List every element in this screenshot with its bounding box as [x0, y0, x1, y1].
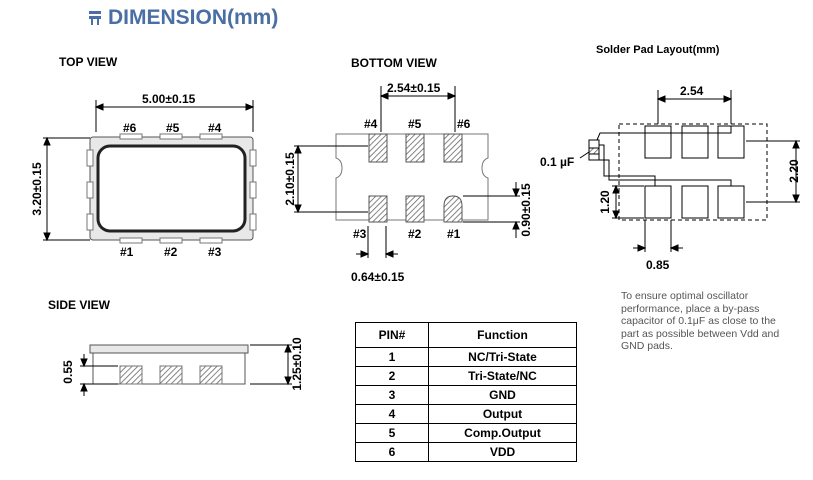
bottom-pad-width-dim: 0.64±0.15: [351, 270, 405, 284]
bottom-view-drawing: [294, 86, 520, 258]
pin-number: 3: [355, 385, 429, 405]
top-width-dim: 5.00±0.15: [142, 92, 196, 106]
top-pin-1: #1: [120, 245, 134, 259]
top-view-drawing: [43, 100, 257, 244]
bottom-pin-6: #6: [457, 117, 471, 131]
top-pin-3: #3: [208, 245, 222, 259]
pin-number: 1: [355, 347, 429, 367]
bypass-note: To ensure optimal oscillator performance…: [621, 290, 780, 352]
bottom-pin-4: #4: [364, 117, 378, 131]
solder-pitch-dim: 2.54: [680, 84, 704, 98]
bottom-pitch-dim: 2.54±0.15: [387, 81, 441, 95]
pin-number: 5: [355, 423, 429, 443]
table-row: 2 Tri-State/NC: [355, 366, 577, 386]
top-pin-6: #6: [123, 121, 137, 135]
pin-function: GND: [428, 385, 577, 405]
pin-function: Comp.Output: [428, 423, 577, 443]
table-row: 4 Output: [355, 404, 577, 424]
page-title: DIMENSION(mm): [88, 6, 278, 30]
top-view-label: TOP VIEW: [59, 55, 118, 69]
bottom-pad-height-dim: 0.90±0.15: [519, 183, 533, 237]
top-pin-5: #5: [166, 121, 180, 135]
solder-pad-width-dim: 0.85: [646, 258, 670, 272]
top-height-dim: 3.20±0.15: [30, 162, 44, 216]
table-header-row: PIN# Function: [355, 322, 577, 348]
pin-number: 2: [355, 366, 429, 386]
title-text: DIMENSION(mm): [108, 6, 279, 29]
solder-span-dim: 2.20: [787, 159, 801, 183]
side-height-dim: 1.25±0.10: [290, 337, 304, 391]
pin-function-table: PIN# Function 1 NC/Tri-State 2 Tri-State…: [355, 322, 577, 462]
solder-pad-label: Solder Pad Layout(mm): [596, 44, 720, 56]
bottom-pad-span-dim: 2.10±0.15: [283, 152, 297, 206]
solder-pad-height-dim: 1.20: [598, 190, 612, 214]
bottom-pin-1: #1: [447, 227, 461, 241]
function-column-header: Function: [428, 322, 577, 348]
bottom-pin-2: #2: [408, 227, 422, 241]
solder-pad-drawing: [579, 90, 800, 252]
table-row: 5 Comp.Output: [355, 423, 577, 443]
pin-function: Output: [428, 404, 577, 424]
pin-column-header: PIN#: [355, 322, 429, 348]
pin-function: VDD: [428, 442, 577, 462]
bottom-pin-3: #3: [353, 227, 367, 241]
side-view-label: SIDE VIEW: [48, 298, 111, 312]
table-row: 1 NC/Tri-State: [355, 347, 577, 367]
table-row: 6 VDD: [355, 442, 577, 462]
top-pin-2: #2: [164, 245, 178, 259]
top-pin-4: #4: [208, 121, 222, 135]
plug-icon: [89, 11, 101, 25]
bottom-view-label: BOTTOM VIEW: [351, 56, 437, 70]
side-pad-dim: 0.55: [61, 360, 75, 384]
pin-number: 4: [355, 404, 429, 424]
capacitor-label: 0.1 µF: [540, 155, 575, 169]
pin-function: Tri-State/NC: [428, 366, 577, 386]
pin-number: 6: [355, 442, 429, 462]
pin-function: NC/Tri-State: [428, 347, 577, 367]
table-row: 3 GND: [355, 385, 577, 405]
side-view-drawing: [80, 343, 292, 396]
bottom-pin-5: #5: [408, 117, 422, 131]
